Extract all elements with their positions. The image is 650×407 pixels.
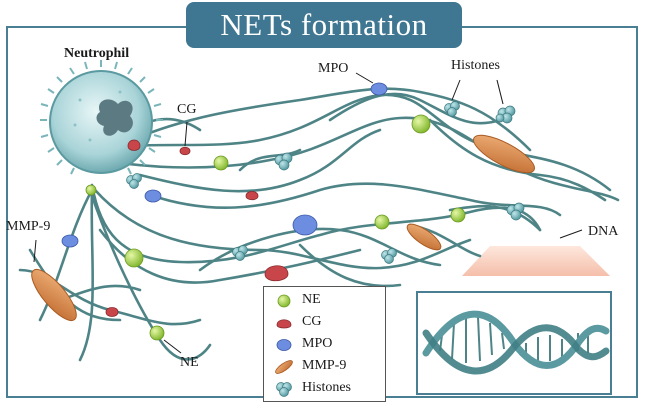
legend-label-mpo: MPO (302, 336, 333, 351)
legend-item-mpo: MPO (264, 335, 384, 355)
mmp9-granules (31, 134, 535, 322)
legend-label-mmp9: MMP-9 (302, 358, 347, 373)
histone-clusters (126, 101, 525, 264)
label-dna: DNA (588, 224, 619, 239)
cg-granules (105, 139, 289, 317)
diagram-title: NETs formation (186, 2, 462, 48)
legend-item-ne: NE (264, 291, 384, 311)
legend-label-ne: NE (302, 292, 321, 307)
histone-cluster-icon (276, 382, 292, 397)
label-histones: Histones (451, 58, 500, 73)
cg-granule-icon (276, 319, 292, 329)
legend: NE CG MPO MMP-9 Histones (263, 286, 386, 402)
legend-label-cg: CG (302, 314, 322, 329)
dna-helix-panel (416, 291, 612, 395)
label-mmp9: MMP-9 (6, 219, 51, 234)
ne-granules (85, 114, 466, 341)
legend-item-histones: Histones (264, 379, 384, 399)
legend-item-mmp9: MMP-9 (264, 357, 384, 377)
dna-wedge-shape (462, 246, 610, 276)
label-neutrophil: Neutrophil (64, 46, 130, 61)
ne-granule-icon (277, 294, 291, 308)
dna-double-helix-icon (422, 310, 610, 375)
label-mpo: MPO (318, 61, 349, 76)
label-pointer-lines (33, 72, 583, 354)
mpo-granule-icon (276, 339, 292, 351)
mpo-granules (61, 82, 388, 248)
neutrophil-cell-icon (40, 60, 163, 175)
legend-item-cg: CG (264, 313, 384, 333)
legend-label-histones: Histones (302, 380, 351, 395)
label-cg: CG (177, 102, 197, 117)
label-ne: NE (180, 355, 199, 370)
mmp9-granule-icon (275, 360, 293, 374)
